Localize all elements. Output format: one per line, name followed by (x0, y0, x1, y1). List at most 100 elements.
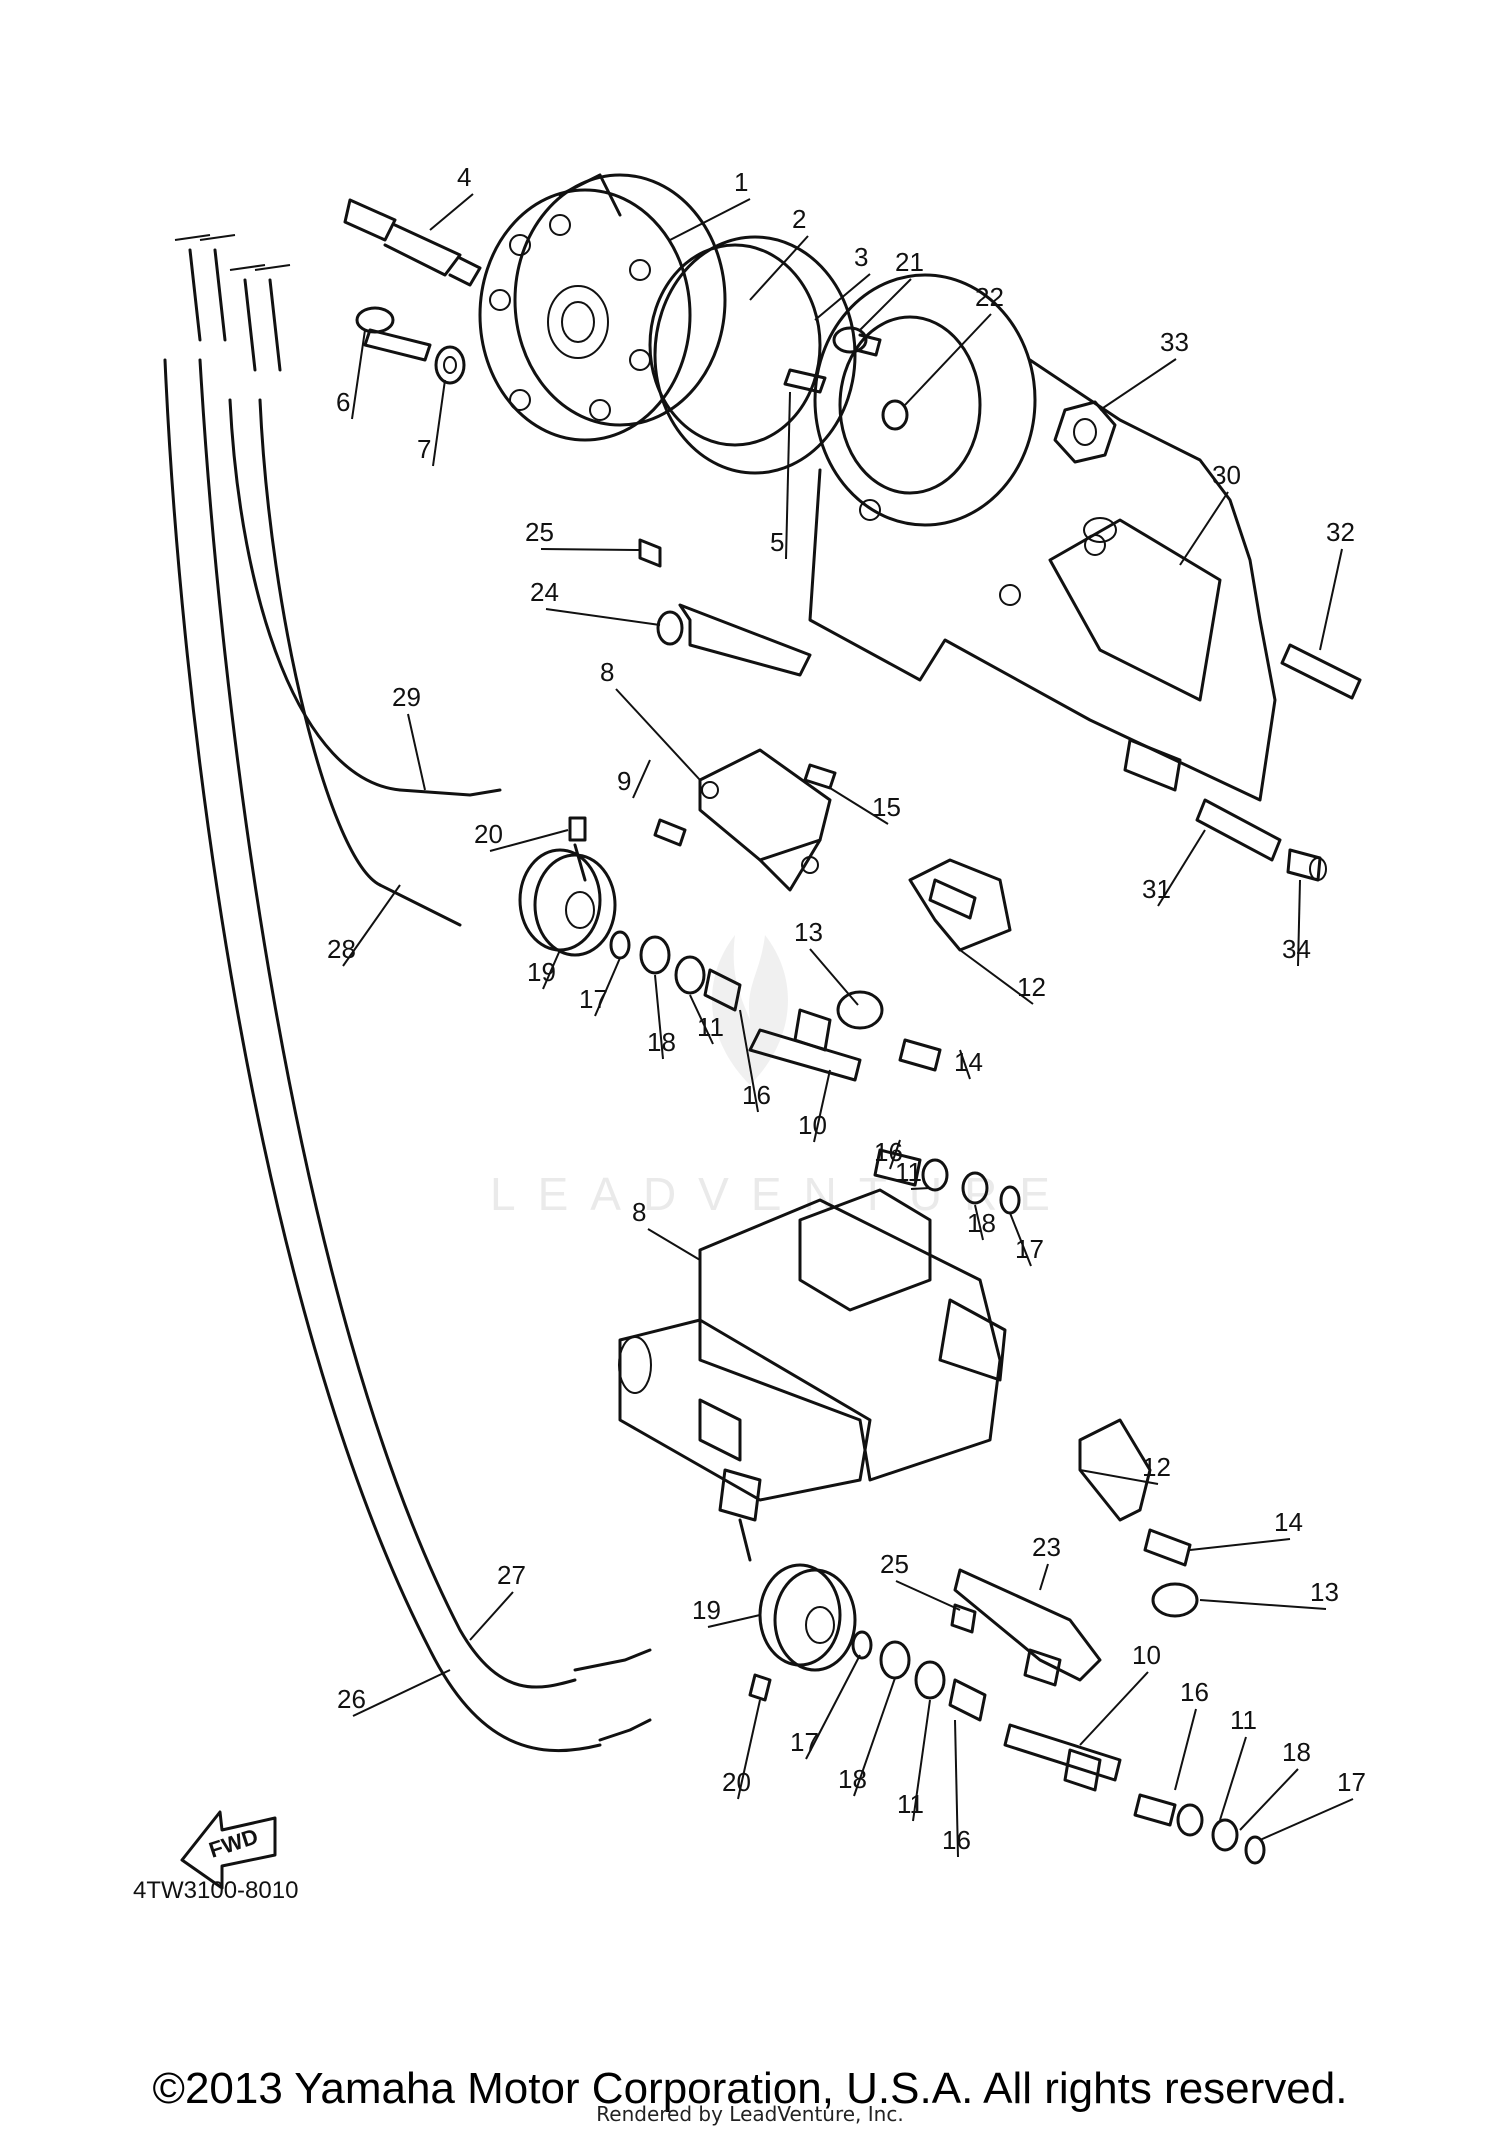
callout-8b: 8 (632, 1197, 646, 1227)
leader-line-17d (1259, 1798, 1354, 1841)
callout-4: 4 (457, 162, 471, 192)
callout-11c: 11 (897, 1789, 924, 1819)
callout-31: 31 (1142, 874, 1171, 904)
callout-15: 15 (872, 792, 901, 822)
leader-line-16d (1174, 1708, 1197, 1791)
leader-line-26 (352, 1669, 451, 1717)
leader-line-25a (540, 548, 641, 551)
leader-line-10b (1079, 1671, 1149, 1746)
leader-line-29 (407, 713, 426, 791)
leader-line-21 (859, 278, 912, 331)
leader-line-8b (647, 1228, 701, 1261)
callout-33: 33 (1160, 327, 1189, 357)
leader-line-11b (910, 1187, 931, 1190)
callout-16a: 16 (742, 1080, 771, 1110)
leader-line-18c (853, 1677, 896, 1797)
callout-6: 6 (336, 387, 350, 417)
callout-17a: 17 (579, 984, 608, 1014)
callouts: 1234567889101011111111121213131414151616… (327, 162, 1366, 1855)
leader-line-22 (904, 313, 992, 406)
callout-12b: 12 (1142, 1452, 1171, 1482)
spark-plug (343, 198, 482, 287)
lower-shaft-parts (851, 1528, 1266, 1865)
leader-line-20b (737, 1699, 761, 1800)
dowel-34 (1286, 848, 1327, 882)
leader-line-14b (1189, 1538, 1291, 1551)
callout-17b: 17 (1015, 1234, 1044, 1264)
leader-line-23 (1039, 1563, 1049, 1591)
callout-30: 30 (1212, 460, 1241, 490)
callout-14a: 14 (954, 1047, 983, 1077)
callout-29: 29 (392, 682, 421, 712)
leader-line-33 (1099, 358, 1177, 411)
callout-11b: 11 (895, 1157, 922, 1187)
callout-8a: 8 (600, 657, 614, 687)
leader-line-11a (689, 994, 714, 1045)
callout-19a: 19 (527, 957, 556, 987)
leader-line-13a (809, 948, 859, 1006)
callout-7: 7 (417, 434, 431, 464)
leader-line-27 (469, 1591, 514, 1641)
callout-1: 1 (734, 167, 748, 197)
dowel-pin (783, 368, 827, 394)
leader-line-13b (1199, 1599, 1327, 1610)
callout-9: 9 (617, 766, 631, 796)
callout-21: 21 (895, 247, 924, 277)
callout-16b: 16 (874, 1137, 903, 1167)
callout-11d: 11 (1230, 1705, 1257, 1735)
leader-line-2 (749, 235, 809, 301)
callout-17c: 17 (790, 1727, 819, 1757)
leader-line-12b (1079, 1469, 1159, 1485)
lever-12-lower (1078, 1418, 1152, 1522)
callout-17d: 17 (1337, 1767, 1366, 1797)
callout-20b: 20 (722, 1767, 751, 1797)
bracket-23 (950, 1568, 1102, 1687)
callout-10a: 10 (798, 1110, 827, 1140)
callout-13b: 13 (1310, 1577, 1339, 1607)
lever-12-upper (908, 858, 1012, 952)
leader-line-9 (632, 759, 651, 799)
leader-line-19a (542, 949, 561, 990)
bracket-24 (638, 538, 812, 677)
cylinder-bolt (832, 326, 909, 431)
leader-line-28 (342, 884, 401, 967)
leader-line-10a (813, 1069, 831, 1143)
callout-22: 22 (975, 282, 1004, 312)
pulley-upper (518, 843, 617, 957)
leader-line-17b (1009, 1212, 1032, 1267)
callout-12a: 12 (1017, 972, 1046, 1002)
leader-line-18a (654, 974, 664, 1060)
leader-line-15 (829, 787, 889, 825)
callout-3: 3 (854, 242, 868, 272)
leader-line-6 (351, 329, 366, 420)
callout-18d: 18 (1282, 1737, 1311, 1767)
head-gasket (648, 235, 857, 475)
leader-line-11d (1219, 1736, 1247, 1821)
valve-housing-small (698, 748, 832, 892)
leader-line-17a (594, 957, 621, 1017)
leader-line-16a (739, 1009, 759, 1113)
callout-16d: 16 (1180, 1677, 1209, 1707)
pulley-lower (758, 1563, 857, 1672)
leader-line-14a (959, 1049, 971, 1080)
leader-line-20a (489, 829, 569, 852)
leader-line-30 (1179, 491, 1229, 566)
cylinder-head (478, 173, 727, 442)
leader-line-8a (615, 688, 701, 781)
leader-line-32 (1319, 548, 1343, 651)
leader-line-3 (814, 273, 871, 321)
callout-24: 24 (530, 577, 559, 607)
callout-25b: 25 (880, 1549, 909, 1579)
leader-line-4 (429, 193, 474, 231)
callout-16c: 16 (942, 1825, 971, 1855)
leader-line-7 (432, 379, 446, 467)
callout-19b: 19 (692, 1595, 721, 1625)
screw-9 (653, 818, 687, 847)
callout-5: 5 (770, 527, 784, 557)
callout-13a: 13 (794, 917, 823, 947)
head-bolt (355, 306, 466, 385)
leader-line-18d (1239, 1768, 1299, 1831)
callout-20a: 20 (474, 819, 503, 849)
leader-line-24 (545, 608, 661, 626)
